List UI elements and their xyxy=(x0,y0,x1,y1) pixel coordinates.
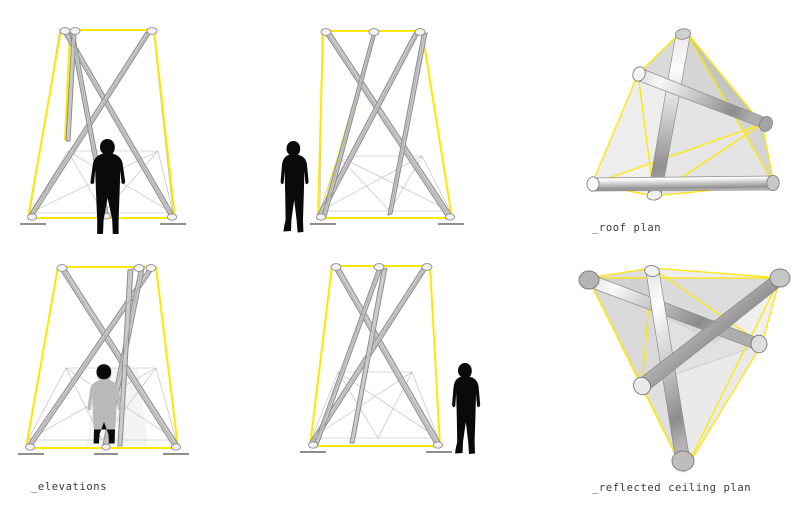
strut-end-caps-top xyxy=(330,263,433,271)
elevation-front-left-svg xyxy=(20,27,186,234)
elevation-rear-left-svg xyxy=(18,264,189,455)
view-reflected-ceiling-plan xyxy=(566,256,800,473)
view-elevation-rear-left xyxy=(8,250,208,476)
reflected-ceiling-plan-svg xyxy=(578,265,791,473)
view-elevation-side-right xyxy=(270,8,490,240)
view-roof-plan xyxy=(566,6,800,216)
strut-end-caps-base xyxy=(315,213,456,221)
caption-roof-plan: _roof plan xyxy=(592,222,662,234)
elevation-side-alt-svg xyxy=(300,263,481,454)
strut-inner-lines xyxy=(319,34,449,217)
strut-cylinder-diagonal-upper xyxy=(632,66,773,132)
strut-end-caps-top xyxy=(59,27,158,35)
strut-cylinder-diagonal-lower xyxy=(586,174,780,192)
strut-inner-lines xyxy=(311,269,438,444)
view-elevation-side-alt xyxy=(290,250,510,476)
strut-cylinder-diagonal-c xyxy=(633,268,791,396)
roof-plan-svg xyxy=(586,28,780,201)
human-figure-profile xyxy=(452,363,481,454)
caption-reflected-ceiling-plan: _reflected ceiling plan xyxy=(592,482,752,494)
elevation-side-right-svg xyxy=(280,28,464,233)
caption-elevations: _elevations xyxy=(31,481,108,493)
strut-end-caps-top xyxy=(320,28,426,36)
strut-end-caps-top xyxy=(56,264,157,272)
human-figure-back xyxy=(87,364,122,444)
strut-cylinder-vertical xyxy=(646,28,691,201)
strut-end-caps-base xyxy=(307,441,444,449)
view-elevation-front-left xyxy=(8,8,208,240)
strut-end-caps-base xyxy=(24,443,182,451)
tension-cables xyxy=(309,265,441,447)
human-figure-front xyxy=(90,139,126,234)
human-figure-profile xyxy=(280,141,309,233)
